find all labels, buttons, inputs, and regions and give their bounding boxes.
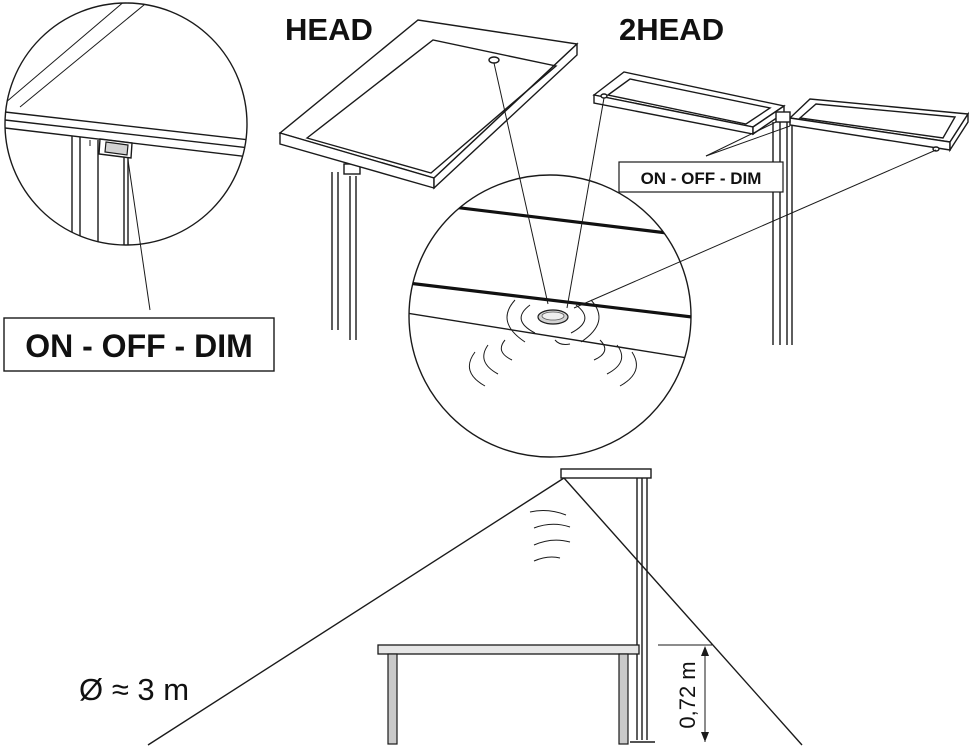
detection-cone-right	[563, 477, 803, 746]
switch-label-large: ON - OFF - DIM	[3, 317, 275, 372]
magnifier-circle-left	[4, 2, 248, 246]
sensor-leader-head	[493, 62, 549, 305]
switch-label-small-text: ON - OFF - DIM	[641, 169, 762, 188]
desk-height-dimension: 0,72 m	[658, 644, 712, 742]
side-lamp-head	[560, 468, 652, 479]
head-sensor	[488, 56, 500, 64]
desk	[377, 644, 640, 745]
detection-diameter-label: Ø ≈ 3 m	[79, 672, 189, 707]
two-head-title: 2HEAD	[619, 12, 724, 47]
head-title: HEAD	[285, 12, 373, 47]
sensor-leader-2head-left	[566, 97, 605, 309]
switch-detail-magnifier	[4, 2, 248, 311]
switch-label-large-text: ON - OFF - DIM	[25, 328, 253, 364]
sensor-leader-2head-right	[573, 149, 937, 309]
switch-leader-line	[127, 159, 151, 311]
detection-side-view: 0,72 m Ø ≈ 3 m	[79, 468, 803, 746]
two-head-lamp	[592, 71, 970, 345]
desk-height-label: 0,72 m	[675, 661, 700, 728]
switch-label-small: ON - OFF - DIM	[618, 161, 784, 193]
sensor-detail-magnifier	[408, 62, 937, 458]
detection-cone-left	[147, 477, 565, 746]
head-lamp	[278, 19, 579, 340]
